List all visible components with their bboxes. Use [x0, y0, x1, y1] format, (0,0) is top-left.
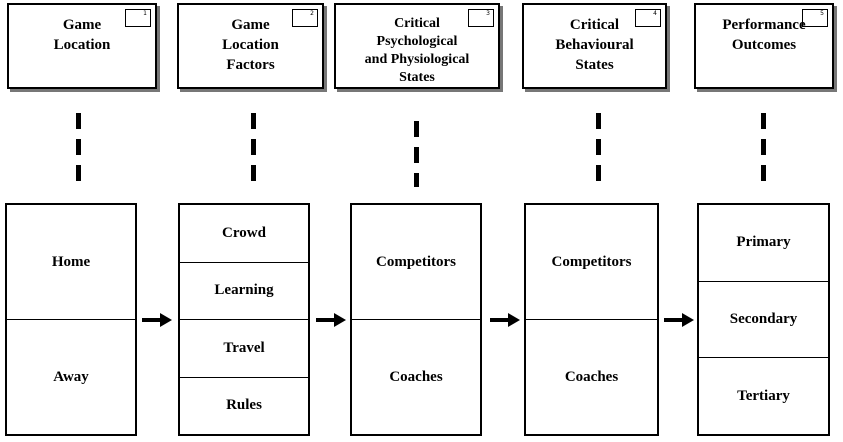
stage-1-dashed-connector: [76, 113, 81, 181]
stage-4-item: Competitors: [551, 253, 632, 270]
stage-4-number: 4: [635, 9, 661, 27]
stage-3-item: Competitors: [376, 253, 456, 270]
stage-2-number: 2: [292, 9, 318, 27]
stage-3-dashed-connector: [414, 121, 419, 187]
stage-1-header: Game Location 1: [7, 3, 157, 89]
stage-2-header: Game Location Factors 2: [177, 3, 324, 89]
arrow-right-icon: [316, 313, 346, 327]
arrow-right-icon: [142, 313, 172, 327]
stage-3-header: Critical Psychological and Physiological…: [334, 3, 500, 89]
stage-4-header: Critical Behavioural States 4: [522, 3, 667, 89]
stage-4-item: Coaches: [526, 319, 657, 434]
stage-3-number: 3: [468, 9, 494, 27]
stage-1-item: Home: [51, 253, 91, 270]
stage-4-title: Critical Behavioural States: [555, 17, 634, 73]
arrow-right-icon: [490, 313, 520, 327]
stage-1-item: Away: [7, 319, 135, 434]
stage-3-item: Coaches: [352, 319, 480, 434]
stage-4-box: Competitors Coaches: [524, 203, 659, 436]
stage-2-box: Crowd Learning Travel Rules: [178, 203, 310, 436]
stage-3-title: Critical Psychological and Physiological…: [364, 16, 470, 85]
stage-2-item: Crowd: [222, 224, 266, 241]
stage-5-item: Tertiary: [699, 357, 828, 434]
arrow-right-icon: [664, 313, 694, 327]
stage-2-item: Learning: [180, 261, 308, 320]
stage-4-dashed-connector: [596, 113, 601, 181]
stage-5-box: Primary Secondary Tertiary: [697, 203, 830, 436]
stage-1-number: 1: [125, 9, 151, 27]
stage-1-box: Home Away: [5, 203, 137, 436]
stage-2-item: Rules: [180, 376, 308, 435]
stage-2-dashed-connector: [251, 113, 256, 181]
stage-5-item: Primary: [736, 234, 791, 251]
stage-2-title: Game Location Factors: [222, 17, 279, 73]
stage-3-box: Competitors Coaches: [350, 203, 482, 436]
stage-5-header: Performance Outcomes 5: [694, 3, 834, 89]
stage-5-item: Secondary: [699, 280, 828, 358]
stage-1-title: Game Location: [53, 17, 111, 53]
stage-5-title: Performance Outcomes: [722, 17, 806, 53]
stage-5-number: 5: [802, 9, 828, 27]
stage-5-dashed-connector: [761, 113, 766, 181]
stage-2-item: Travel: [180, 319, 308, 377]
